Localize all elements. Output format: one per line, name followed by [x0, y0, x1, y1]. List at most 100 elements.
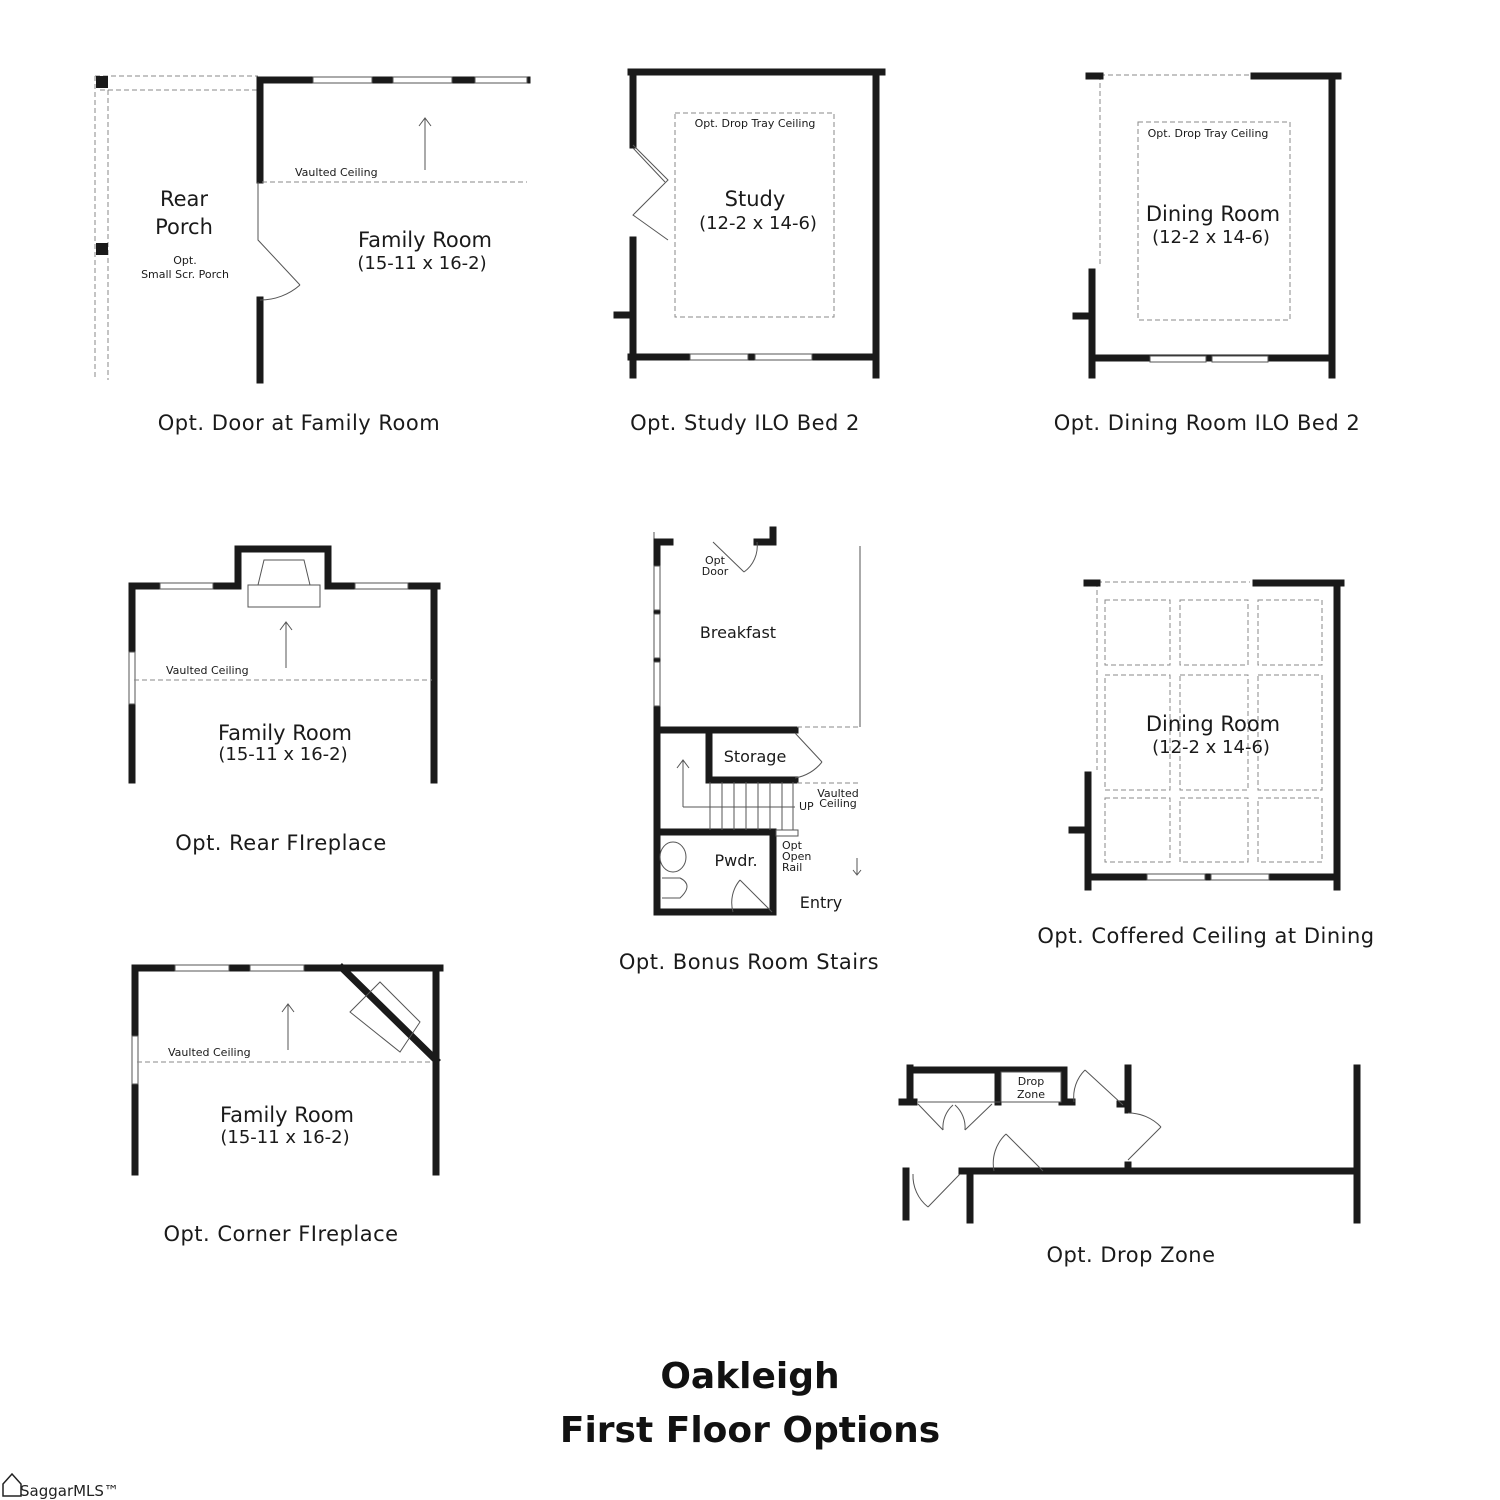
open-rail — [775, 829, 799, 837]
arrow-icon — [852, 858, 862, 876]
door-swing-icon — [1127, 1112, 1162, 1161]
stairs-icon — [676, 759, 795, 830]
vaulted-ceiling-label: Vaulted Ceiling — [166, 664, 249, 677]
room-dimensions: (15-11 x 16-2) — [220, 1127, 349, 1148]
option-caption: Opt. Door at Family Room — [158, 411, 440, 435]
open-rail-label: Opt — [782, 839, 803, 852]
plan-element — [1257, 797, 1323, 863]
room-dimensions: (12-2 x 14-6) — [1152, 737, 1270, 758]
plan-element — [1179, 599, 1249, 666]
room-name: Breakfast — [700, 623, 776, 642]
room-name: Storage — [724, 747, 787, 766]
porch-label: Porch — [155, 215, 213, 239]
tray-ceiling-outline — [674, 112, 835, 318]
opt-door-icon — [712, 541, 758, 573]
vaulted-line — [797, 726, 860, 784]
window — [689, 353, 749, 361]
window — [128, 651, 136, 705]
window — [174, 964, 230, 972]
drop-zone-label: Drop — [1018, 1075, 1044, 1088]
room-name: Pwdr. — [714, 851, 757, 870]
panel-door-at-family-room: Rear Porch Opt. Small Scr. Porch Vaulted… — [94, 75, 531, 435]
stairs-up-label: UP — [799, 800, 814, 813]
window — [249, 964, 305, 972]
door-swing-icon — [912, 1173, 961, 1208]
opt-door-label: Door — [702, 565, 729, 578]
plan-element — [1104, 674, 1171, 791]
plan-element — [1104, 797, 1171, 863]
panel-bonus-room-stairs: Opt Door Breakfast Storage Vaulted Ceili… — [619, 526, 879, 974]
room-name: Study — [725, 187, 786, 211]
room-name: Family Room — [218, 721, 352, 745]
vaulted-ceiling-label: Vaulted — [817, 787, 859, 800]
plan-subtitle: First Floor Options — [560, 1410, 940, 1451]
porch-label: Rear — [160, 187, 208, 211]
option-caption: Opt. Study ILO Bed 2 — [630, 411, 860, 435]
powder-door-icon — [731, 879, 773, 913]
window — [354, 582, 409, 590]
drop-zone-label: Zone — [1017, 1088, 1045, 1101]
plan-element — [1179, 674, 1249, 791]
window — [474, 76, 528, 84]
porch-outline — [94, 75, 258, 380]
door-swing-icon — [257, 182, 301, 301]
room-name: Family Room — [358, 228, 492, 252]
fireplace-icon — [349, 981, 421, 1053]
fireplace-icon — [247, 559, 321, 608]
window — [754, 353, 813, 361]
tray-ceiling-label: Opt. Drop Tray Ceiling — [695, 117, 816, 130]
storage-door-icon — [794, 732, 823, 779]
window — [312, 76, 373, 84]
option-caption: Opt. Coffered Ceiling at Dining — [1037, 924, 1374, 948]
house-icon — [2, 1472, 22, 1497]
option-caption: Opt. Bonus Room Stairs — [619, 950, 879, 974]
door-swing-icon — [992, 1133, 1044, 1172]
closet-doors-icon — [917, 1101, 1000, 1131]
plan-element — [1104, 599, 1171, 666]
vaulted-ceiling-label: Vaulted Ceiling — [168, 1046, 251, 1059]
open-rail-label: Rail — [782, 861, 802, 874]
window — [131, 1035, 139, 1085]
porch-option-note: Opt. — [173, 254, 196, 267]
open-wall-outline — [1096, 581, 1250, 770]
room-name: Entry — [800, 893, 843, 912]
room-dimensions: (15-11 x 16-2) — [357, 253, 486, 274]
drop-zone-bench — [1000, 1071, 1062, 1103]
room-dimensions: (12-2 x 14-6) — [1152, 227, 1270, 248]
walls — [898, 1064, 1361, 1224]
coffer-grid — [1104, 599, 1323, 863]
window — [653, 661, 661, 707]
sink-icon — [659, 841, 687, 873]
room-name: Dining Room — [1146, 202, 1280, 226]
window — [1149, 355, 1207, 363]
vaulted-ceiling-label: Ceiling — [819, 797, 857, 810]
panel-dining: Opt. Drop Tray Ceiling Dining Room (12-2… — [1054, 72, 1360, 435]
room-name: Family Room — [220, 1103, 354, 1127]
panel-corner-fireplace: Vaulted Ceiling Family Room (15-11 x 16-… — [131, 963, 444, 1246]
option-caption: Opt. Rear FIreplace — [175, 831, 387, 855]
window — [159, 582, 214, 590]
plan-title: Oakleigh — [660, 1356, 839, 1397]
option-caption: Opt. Drop Zone — [1046, 1243, 1215, 1267]
logo-text: SaggarMLS™ — [20, 1482, 119, 1500]
room-dimensions: (15-11 x 16-2) — [218, 744, 347, 765]
open-wall-outline — [1099, 74, 1250, 265]
window — [1211, 355, 1269, 363]
window — [653, 613, 661, 659]
tray-ceiling-outline — [1137, 121, 1291, 321]
opt-door-label: Opt — [705, 554, 726, 567]
option-caption: Opt. Corner FIreplace — [163, 1222, 398, 1246]
arrow-icon — [279, 621, 293, 668]
walls — [613, 68, 886, 379]
porch-option-note: Small Scr. Porch — [141, 268, 229, 281]
panel-coffered-dining: Dining Room (12-2 x 14-6) Opt. Coffered … — [1037, 579, 1374, 948]
walls — [653, 526, 799, 916]
panel-rear-fireplace: Vaulted Ceiling Family Room (15-11 x 16-… — [128, 545, 441, 855]
window — [1146, 873, 1206, 881]
window — [1210, 873, 1270, 881]
option-caption: Opt. Dining Room ILO Bed 2 — [1054, 411, 1360, 435]
plan-element — [1257, 599, 1323, 666]
panel-drop-zone: Drop Zone Opt. Drop Zone — [898, 1064, 1361, 1267]
arrow-icon — [418, 117, 432, 170]
